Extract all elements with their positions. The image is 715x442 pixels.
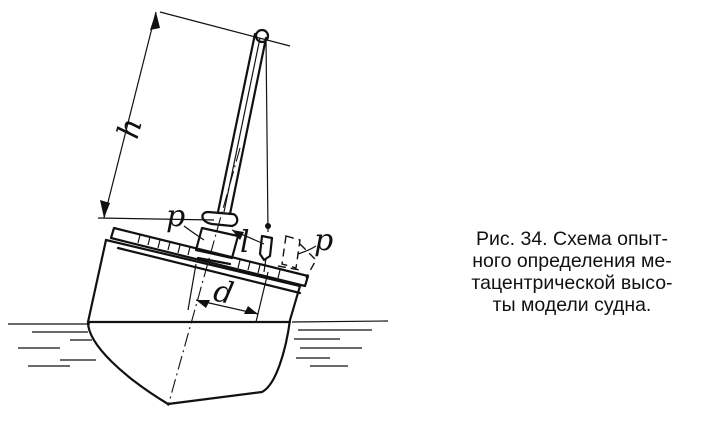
- caption-line: ного определения ме-: [472, 250, 672, 272]
- label-h: h: [111, 115, 150, 143]
- dimension-h: [97, 11, 291, 221]
- hull: [86, 238, 302, 406]
- displaced-weight: [277, 235, 317, 279]
- dimension-l: [231, 229, 265, 245]
- caption-line: Рис. 34. Схема опыт-: [476, 228, 668, 250]
- caption-line: тацентрической высо-: [471, 272, 673, 294]
- label-p-left: p: [166, 199, 185, 234]
- label-l: l: [240, 225, 250, 260]
- mast: [194, 28, 270, 266]
- label-p-right: p: [314, 223, 333, 258]
- center-line: [167, 147, 241, 407]
- figure-caption: Рис. 34. Схема опыт- ного определения ме…: [432, 228, 712, 316]
- dimension-d: [187, 263, 269, 323]
- caption-line: ты модели судна.: [492, 294, 652, 316]
- water-surface: [8, 320, 389, 367]
- p-right-leader: [297, 245, 317, 255]
- deck-scale: [109, 226, 310, 288]
- label-d: d: [210, 274, 236, 312]
- p-left-leader: [183, 225, 205, 241]
- plumb-line: [258, 37, 274, 273]
